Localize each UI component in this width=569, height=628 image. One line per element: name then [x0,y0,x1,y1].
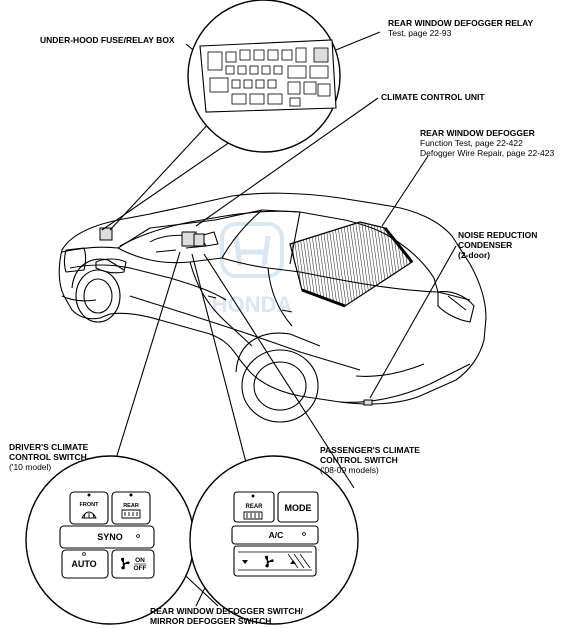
relay-subtitle: Test, page 22-93 [388,28,452,38]
noise-label-3: (2-door) [458,250,491,260]
passenger-rear-indicator-icon [251,494,255,498]
driver-fan-onoff-button[interactable] [111,549,155,579]
fan-slider-track [238,551,312,571]
relay-title: REAR WINDOW DEFOGGER RELAY [388,18,534,28]
syno-label: SYNO [97,532,123,542]
driver-switch-detail-circle: FRONT REAR SYNO AUTO ON OFF [25,455,195,625]
auto-indicator-icon [82,552,86,556]
passenger-mode-button[interactable] [277,491,319,523]
noise-label-1: NOISE REDUCTION [458,230,538,240]
passenger-switch-detail-circle: REAR MODE A/C [189,455,359,625]
honda-watermark: HONDA [212,222,293,317]
driver-syno-button[interactable] [59,525,155,549]
front-indicator-icon [87,493,91,497]
defogger-sub-1: Function Test, page 22-422 [420,138,523,148]
climate-unit-component-2 [193,233,205,247]
fan-down-arrow-icon [242,560,248,564]
passenger-fan-slider[interactable] [233,545,317,577]
noise-label-2: CONDENSER [458,240,513,250]
switch-label-1: REAR WINDOW DEFOGGER SWITCH/ [150,606,303,616]
fuse-box-detail-circle [187,0,341,153]
watermark-text: HONDA [212,292,293,317]
rear-defrost-icon [121,509,141,519]
front-defrost-icon [81,511,97,519]
driver-auto-button[interactable] [61,549,109,579]
rear-indicator-icon [129,493,133,497]
fan-icon [121,557,130,570]
climate-unit-label: CLIMATE CONTROL UNIT [381,92,485,102]
syno-indicator-icon [136,534,140,538]
ac-indicator-icon [302,532,306,536]
passenger-rear-defrost-icon [243,511,263,520]
passenger-label-2: CONTROL SWITCH [320,455,398,465]
rear-label: REAR [123,503,139,509]
driver-front-defrost-button[interactable] [69,491,109,525]
ac-label: A/C [269,530,284,540]
driver-label-1: DRIVER'S CLIMATE [9,442,89,452]
auto-label: AUTO [71,559,96,569]
noise-condenser-component [363,399,373,406]
mode-label: MODE [285,503,312,513]
rear-window-defogger-glass [289,221,414,308]
under-hood-label: UNDER-HOOD FUSE/RELAY BOX [40,35,175,45]
defogger-sub-2: Defogger Wire Repair, page 22-423 [420,148,555,158]
defogger-title: REAR WINDOW DEFOGGER [420,128,535,138]
passenger-ac-button[interactable] [231,525,319,545]
passenger-label-1: PASSENGER'S CLIMATE [320,445,420,455]
driver-label-3: ('10 model) [9,462,52,472]
passenger-label-3: ('08-09 models) [320,465,379,475]
on-label: ON [135,557,145,564]
passenger-rear-label: REAR [245,504,263,510]
fan-up-arrow-icon [290,560,296,564]
front-label: FRONT [80,502,100,508]
driver-label-2: CONTROL SWITCH [9,452,87,462]
passenger-fan-icon [265,555,274,568]
off-label: OFF [134,565,147,572]
driver-rear-defogger-button[interactable] [111,491,151,525]
fuse-box-component [99,227,113,241]
switch-label-2: MIRROR DEFOGGER SWITCH [150,616,272,626]
